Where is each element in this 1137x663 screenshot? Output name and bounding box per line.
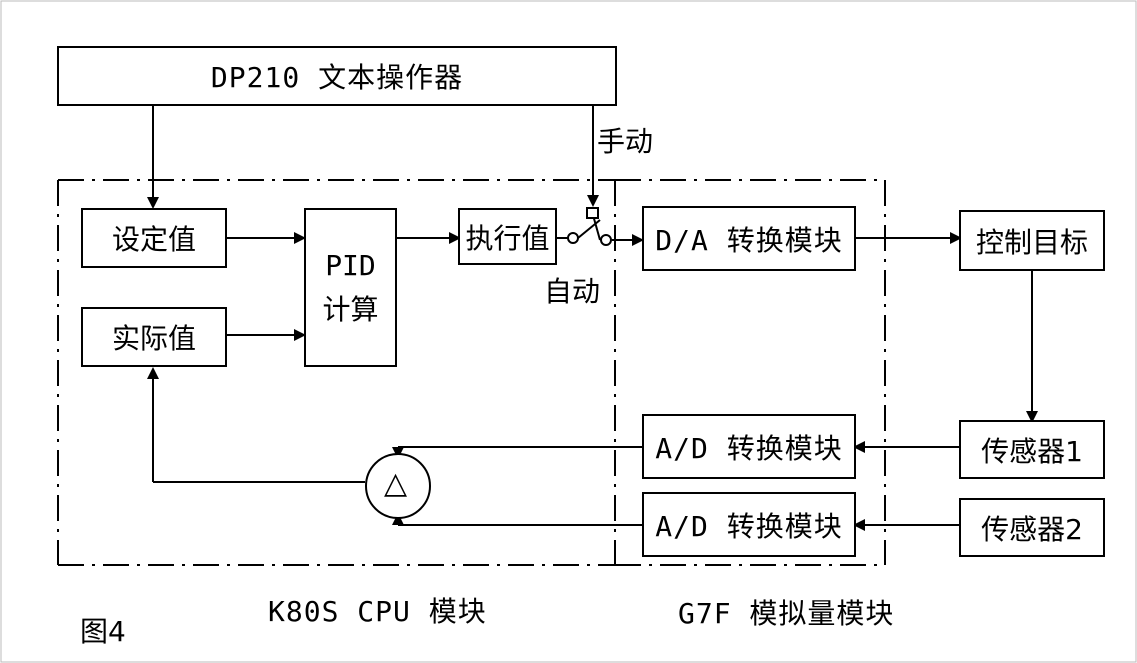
pid-label: PID xyxy=(325,248,376,282)
switch-auto-contact xyxy=(567,232,579,244)
cpu-module-boundary xyxy=(57,179,616,566)
control-target-box: 控制目标 xyxy=(959,210,1105,271)
setpoint-box: 设定值 xyxy=(81,208,227,268)
pid-calc-label: 计算 xyxy=(322,292,379,326)
sensor-1-box: 传感器1 xyxy=(959,420,1105,479)
auto-label: 自动 xyxy=(544,275,601,308)
comparator-circle xyxy=(365,453,431,519)
switch-manual-contact xyxy=(586,207,599,219)
output-value-box: 执行值 xyxy=(458,208,557,265)
operator-panel-box: DP210 文本操作器 xyxy=(57,46,617,106)
signal-lines xyxy=(147,105,1038,531)
sensor-2-box: 传感器2 xyxy=(959,498,1105,557)
ad-converter-2-box: A/D 转换模块 xyxy=(642,492,856,557)
switch-contact-line xyxy=(592,214,601,241)
switch-blade xyxy=(577,219,601,239)
analog-module-boundary xyxy=(615,179,886,566)
figure-label: 图4 xyxy=(80,615,126,648)
da-converter-box: D/A 转换模块 xyxy=(642,206,856,271)
switch-output-contact xyxy=(600,234,612,246)
pid-box: PID 计算 xyxy=(304,208,397,367)
difference-symbol: △ xyxy=(384,466,408,501)
cpu-module-caption: K80S CPU 模块 xyxy=(268,595,487,628)
manual-label: 手动 xyxy=(597,125,654,158)
analog-module-caption: G7F 模拟量模块 xyxy=(678,597,895,630)
actual-value-box: 实际值 xyxy=(81,307,227,367)
ad-converter-1-box: A/D 转换模块 xyxy=(642,414,856,479)
